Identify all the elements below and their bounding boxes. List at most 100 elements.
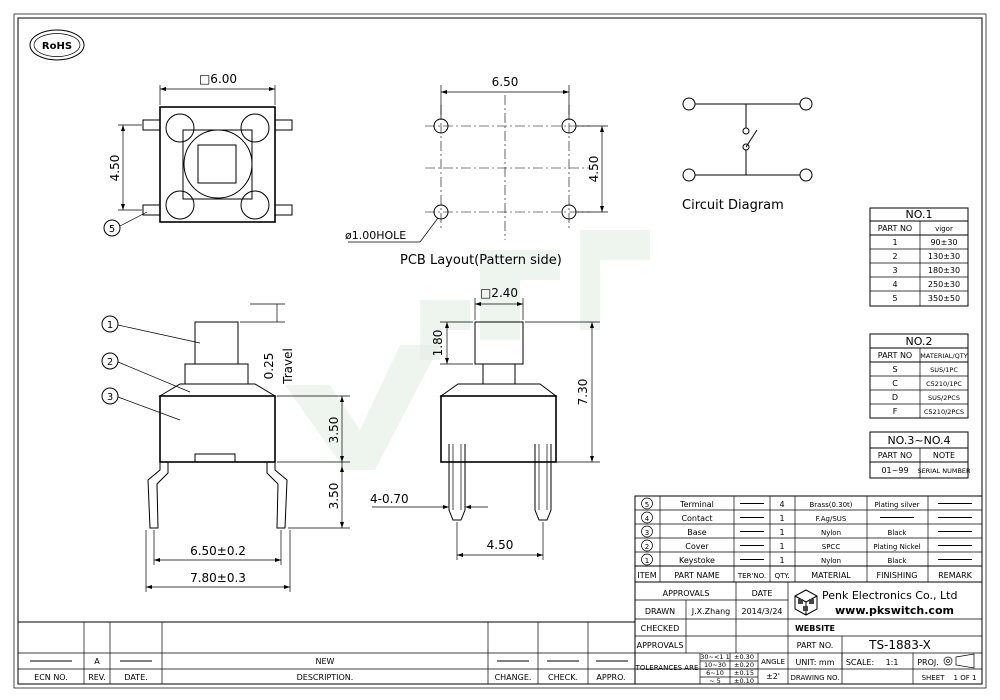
- svg-text:QTY.: QTY.: [775, 572, 790, 580]
- side-stem: [194, 321, 239, 365]
- svg-text:±2': ±2': [766, 672, 780, 681]
- svg-text:~ 5: ~ 5: [709, 677, 721, 685]
- table-no1-vigor: 250±30: [928, 280, 960, 289]
- body-height-label: 3.50: [327, 417, 341, 444]
- bom-item-number: 4: [645, 515, 650, 523]
- svg-text:1:1: 1:1: [886, 658, 899, 667]
- svg-text:WEBSITE: WEBSITE: [795, 624, 835, 633]
- bom-qty: 1: [779, 556, 784, 565]
- callout-3: [101, 387, 119, 405]
- bom-item-callout: [641, 553, 653, 566]
- top-view-stem: [197, 144, 237, 184]
- svg-text:REV.: REV.: [88, 673, 106, 682]
- svg-text:1: 1: [107, 320, 113, 331]
- bom-item-callout: [641, 511, 653, 524]
- terminal-tab: [142, 119, 161, 131]
- svg-text:ECN NO.: ECN NO.: [34, 673, 68, 682]
- bom-material: SPCC: [822, 543, 841, 551]
- side-base: [159, 395, 276, 463]
- bom-finishing: Plating silver: [874, 501, 919, 509]
- table-no2-title: NO.2: [906, 335, 933, 348]
- svg-text:ANGLE: ANGLE: [761, 658, 785, 666]
- table-no1-part-no: 1: [892, 238, 897, 247]
- callout-2: [101, 352, 119, 370]
- table-no2-part-no: F: [893, 407, 898, 416]
- table-no2-part-no: C: [892, 379, 898, 388]
- title-block: APPROVALS DATE DRAWN J.X.Zhang 2014/3/24…: [634, 581, 983, 685]
- rohs-logo: RoHS: [29, 29, 85, 61]
- top-view: □6.00 4.50 5: [103, 72, 293, 237]
- table-no1-vigor: 180±30: [928, 266, 960, 275]
- rohs-text: RoHS: [42, 41, 72, 52]
- svg-text:MATERIAL: MATERIAL: [811, 571, 851, 580]
- table-no2-part-no: D: [892, 393, 898, 402]
- front-base: [440, 395, 557, 463]
- bom-item-number: 2: [645, 543, 649, 551]
- pcb-hole-label: ø1.00HOLE: [345, 229, 406, 242]
- table-no1-part-no: 2: [892, 252, 897, 261]
- callout-1: [101, 315, 119, 333]
- travel-value: 0.25: [262, 353, 276, 380]
- svg-text:±0.30: ±0.30: [734, 653, 754, 661]
- svg-text:1 OF 1: 1 OF 1: [954, 674, 977, 682]
- front-view: □2.40 1.80 7.30 4-0.70 4.50: [370, 286, 600, 560]
- stem-height-label: 1.80: [431, 330, 445, 357]
- top-view-stem-circle: [183, 129, 253, 199]
- side-view: 1 2 3 0.25 Travel 3.50 3.50 6.50±0.2: [101, 303, 350, 592]
- svg-text:SCALE:: SCALE:: [846, 658, 874, 667]
- svg-text:APPROVALS: APPROVALS: [663, 589, 710, 598]
- svg-text:30~<1 1: 30~<1 1: [700, 653, 730, 661]
- outer-width-label: 7.80±0.3: [190, 571, 246, 585]
- pcb-caption: PCB Layout(Pattern side): [400, 253, 562, 268]
- bom-item-number: 3: [645, 529, 649, 537]
- pcb-width-label: 6.50: [492, 75, 519, 89]
- bom-item-callout: [641, 539, 653, 552]
- svg-text:NOTE: NOTE: [933, 451, 955, 460]
- svg-text:±0.10: ±0.10: [734, 677, 754, 685]
- outer-border: [13, 13, 987, 689]
- leg-height-label: 3.50: [327, 483, 341, 510]
- top-view-size-label: □6.00: [199, 72, 237, 86]
- bom-material: F.Ag/SUS: [816, 515, 847, 523]
- table-no1-title: NO.1: [906, 208, 933, 221]
- top-view-pitch-label: 4.50: [108, 155, 122, 182]
- side-cover-step: [184, 363, 249, 385]
- svg-text:CHECK.: CHECK.: [548, 673, 578, 682]
- bom-part-name: Cover: [685, 542, 709, 551]
- svg-text:REMARK: REMARK: [938, 571, 973, 580]
- svg-text:CHECKED: CHECKED: [641, 624, 680, 633]
- bom-part-name: Base: [687, 528, 707, 537]
- svg-text:2014/3/24: 2014/3/24: [741, 607, 782, 616]
- svg-text:PART NO: PART NO: [878, 451, 912, 460]
- svg-text:6~10: 6~10: [706, 669, 724, 677]
- table-no3: NO.3~NO.4 PART NO NOTE 01~99 SERIAL NUMB…: [869, 431, 971, 479]
- bom-material: Nylon: [821, 557, 841, 565]
- circuit-diagram: Circuit Diagram: [682, 97, 813, 213]
- table-no1-vigor: 350±50: [928, 294, 960, 303]
- svg-text:DESCRIPTION.: DESCRIPTION.: [297, 673, 354, 682]
- table-no1-vigor: 90±30: [930, 238, 957, 247]
- callout-5: [103, 219, 121, 237]
- bom-part-name: Terminal: [679, 500, 714, 509]
- bom-part-name: Keystoke: [679, 556, 715, 565]
- svg-text:DATE: DATE: [752, 589, 773, 598]
- bom-finishing: Black: [888, 557, 908, 565]
- svg-text:PART NO.: PART NO.: [797, 641, 834, 650]
- svg-text:DRAWING NO.: DRAWING NO.: [791, 674, 840, 682]
- svg-text:5: 5: [109, 224, 115, 235]
- pcb-layout: 6.50 4.50 ø1.00HOLE PCB Layout(Pattern s…: [345, 75, 608, 268]
- bom-finishing: Black: [888, 529, 908, 537]
- total-height-label: 7.30: [576, 379, 590, 406]
- svg-text:01~99: 01~99: [881, 466, 908, 475]
- company-name: Penk Electronics Co., Ltd: [822, 589, 957, 602]
- svg-text:TER'NO.: TER'NO.: [737, 572, 766, 580]
- top-view-body: [159, 106, 276, 223]
- travel-label: Travel: [281, 348, 295, 385]
- svg-text:2: 2: [107, 357, 113, 368]
- table-no2-material: C5210/2PCS: [924, 408, 964, 416]
- svg-text:APPRO.: APPRO.: [596, 673, 625, 682]
- table-no1-part-no: 3: [892, 266, 897, 275]
